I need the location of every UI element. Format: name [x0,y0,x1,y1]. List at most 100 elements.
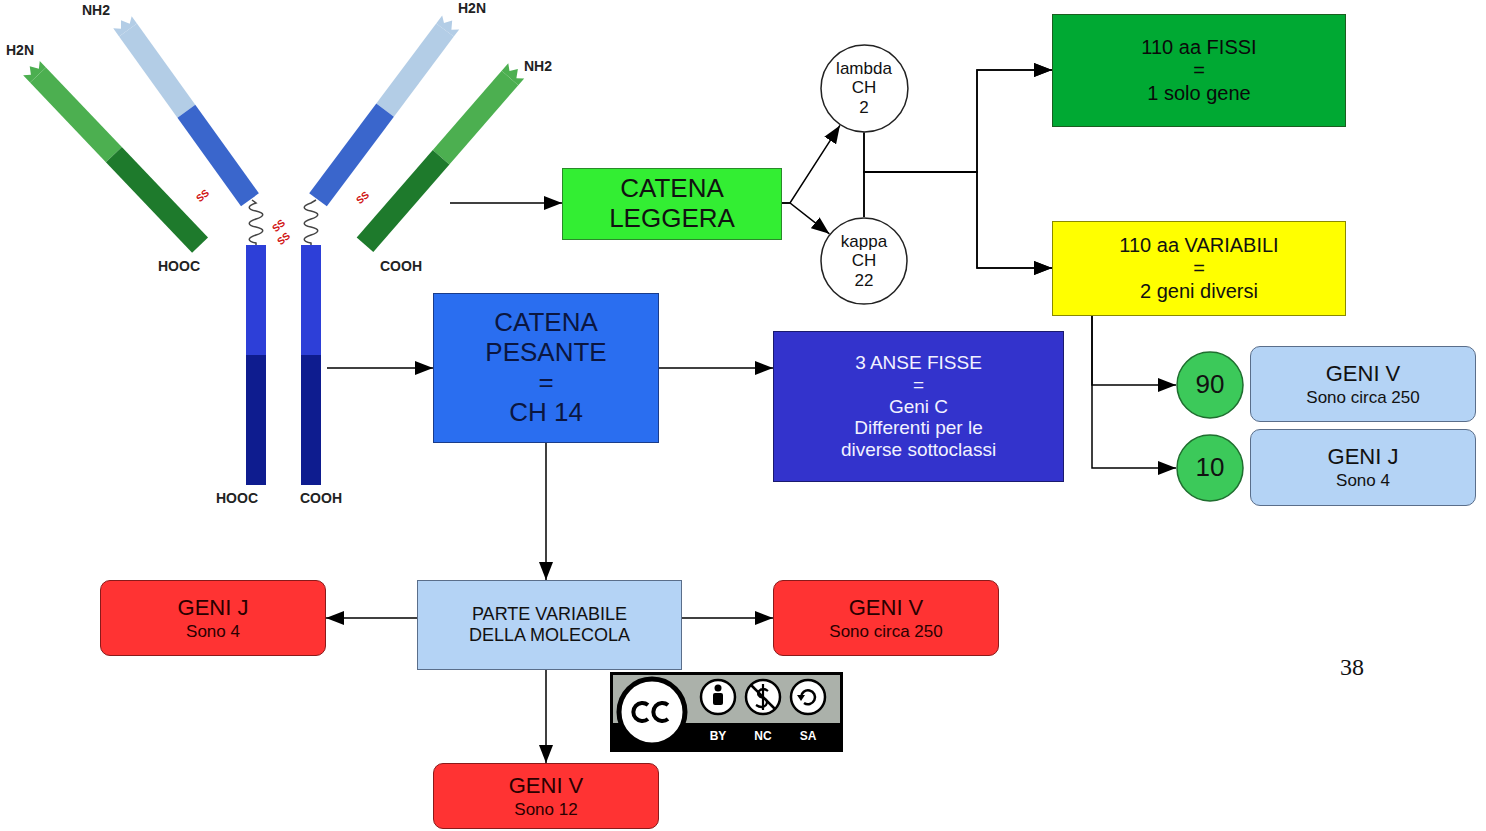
light-variable [433,71,518,165]
disulfide-mark: SS [194,187,212,204]
node-text: Sono circa 250 [829,622,942,642]
connector-arrow [545,670,547,763]
cc-circle [619,679,685,745]
nc-icon [746,680,780,714]
node-text: GENI J [178,595,249,620]
circle-shape [821,218,907,304]
light-variable [30,67,122,162]
heavy-chain-constant [301,355,321,485]
text-line: 2 [836,98,892,118]
node-text: CATENA LEGGERA [609,174,735,234]
heavy-chain-constant [246,355,266,485]
count-circle: 90 [1176,351,1244,419]
count-circle: 10 [1176,434,1244,502]
text-line: PESANTE [485,338,606,368]
pointer-arrow [327,367,433,369]
terminus-label: H2N [458,0,486,16]
text-line: CH [841,251,887,271]
region-box: PARTE VARIABILE DELLA MOLECOLA [417,580,682,670]
by-icon [701,680,735,714]
connector-arrow [782,203,829,234]
text-line: 110 aa VARIABILI [1119,234,1278,257]
text-line: 110 aa FISSI [1141,36,1256,59]
gene-box: GENI JSono 4 [1250,429,1476,506]
isotype-circle: lambda CH 2 [820,44,909,133]
node-text: kappa CH 22 [841,232,887,291]
terminus-label: HOOC [216,490,258,506]
cc-glyph [653,703,668,721]
terminus-label: NH2 [524,58,552,74]
gene-box: GENI JSono 4 [100,580,326,656]
text-line: Differenti per le [841,417,996,439]
by-head [715,685,722,692]
heavy-constant [177,105,258,206]
node-text: Sono circa 250 [1306,388,1419,408]
node-text: Sono 4 [186,622,240,642]
heavy-variable [376,23,454,116]
text-line: = [841,374,996,396]
text-line: CATENA [609,174,735,204]
node-text: GENI V [849,595,924,620]
node-text: Sono 4 [1336,471,1390,491]
connector-arrow [1092,316,1176,385]
text-line: lambda [836,59,892,79]
node-text: 110 aa FISSI = 1 solo gene [1141,36,1256,105]
cc-glyph [633,703,648,721]
text-line: LEGGERA [609,204,735,234]
node-text: GENI V [1326,361,1401,386]
connector-arrow [682,617,773,619]
text-line: Geni C [841,396,996,418]
text-line: PARTE VARIABILE [469,604,630,625]
text-line: kappa [841,232,887,252]
node-text: GENI J [1328,444,1399,469]
chain-box: CATENA LEGGERA [562,168,782,240]
light-constant [106,147,208,253]
text-line: 1 solo gene [1141,82,1256,105]
heavy-chain-arm [309,14,461,207]
info-box: 110 aa VARIABILI = 2 geni diversi [1052,221,1346,316]
node-text: PARTE VARIABILE DELLA MOLECOLA [469,604,630,645]
hinge-coil [249,200,263,245]
heavy-variable [119,24,195,118]
text-line: CH 14 [485,398,606,428]
terminus-label: COOH [300,490,342,506]
text-line: 3 ANSE FISSE [841,352,996,374]
text-line: 22 [841,271,887,291]
license-term: NC [754,730,771,744]
connector-arrow [1092,316,1176,468]
node-text: 110 aa VARIABILI = 2 geni diversi [1119,234,1278,303]
connector-arrow [326,617,417,619]
terminus-label: COOH [380,258,422,274]
gene-box: GENI VSono circa 250 [1250,346,1476,422]
page-number: 38 [1340,654,1364,682]
connector-arrow [659,367,773,369]
sa-icon [791,680,825,714]
terminus-label: H2N [6,42,34,58]
terminus-label: HOOC [158,258,200,274]
heavy-chain-constant [301,245,321,355]
text-line: CH [836,78,892,98]
text-line: CATENA [485,308,606,338]
gene-box: GENI VSono circa 250 [773,580,999,656]
isotype-circle: kappa CH 22 [820,217,908,305]
node-text: CATENA PESANTE = CH 14 [485,308,606,428]
circle-shape [1177,352,1243,418]
pointer-arrow [450,202,562,204]
info-box: 3 ANSE FISSE = Geni C Differenti per le … [773,331,1064,482]
circle-shape [1177,435,1243,501]
light-chain-arm [357,62,526,252]
info-box: 110 aa FISSI = 1 solo gene [1052,14,1346,127]
chain-box: CATENA PESANTE = CH 14 [433,293,659,443]
license-badge [610,672,843,752]
hinge-coil [304,200,318,245]
license-term: BY [710,730,727,744]
node-text: lambda CH 2 [836,59,892,118]
text-line: = [1119,257,1278,280]
text-line: diverse sottoclassi [841,439,996,461]
node-text: 10 [1196,453,1225,483]
node-text: GENI V [509,773,584,798]
light-chain-arm [22,59,208,253]
text-line: DELLA MOLECOLA [469,625,630,646]
node-text: 90 [1196,370,1225,400]
